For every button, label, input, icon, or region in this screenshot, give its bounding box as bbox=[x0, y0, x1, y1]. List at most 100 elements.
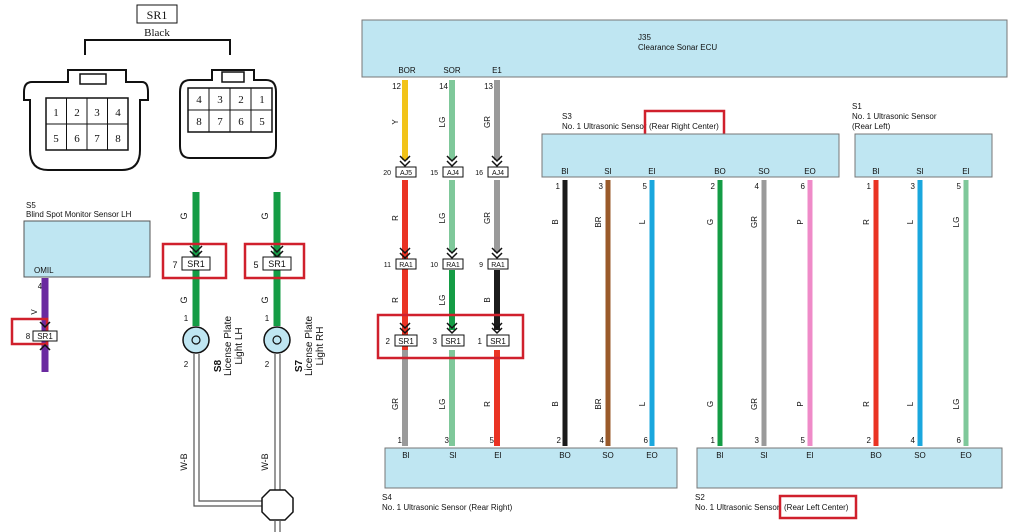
wire-label: B bbox=[483, 297, 492, 302]
s2-pin: 3 bbox=[755, 436, 760, 445]
s3-labels: BI SI EI BO SO EO 1 3 5 2 4 6 B BR L G G… bbox=[551, 167, 816, 410]
wire-label: GR bbox=[391, 398, 400, 410]
ra-connector: RA1 bbox=[399, 262, 413, 269]
ground-lines bbox=[193, 354, 294, 532]
female-pin: 4 bbox=[115, 107, 121, 119]
s3-position: (Rear Right Center) bbox=[649, 122, 719, 131]
female-connector: 1 2 3 4 5 6 7 8 bbox=[23, 69, 149, 171]
s4-terminal: EO bbox=[646, 451, 658, 460]
s3-wire-label: B bbox=[551, 219, 560, 224]
s3-wire-label-low: BR bbox=[594, 398, 603, 409]
lp-rh-name-1: License Plate bbox=[304, 316, 315, 376]
aj-connector: AJ5 bbox=[400, 170, 412, 177]
connector-view: SR1 Black 1 2 3 4 5 6 7 8 bbox=[23, 4, 277, 171]
s4-terminal: BO bbox=[559, 451, 571, 460]
sensor-s4: 1 3 5 2 4 6 BI SI EI BO SO EO S4 No. 1 U… bbox=[382, 436, 678, 512]
splice-point-icon bbox=[261, 489, 294, 521]
bsm-pin: 4 bbox=[38, 282, 43, 291]
s3-box bbox=[541, 133, 840, 178]
s1-terminal: SI bbox=[916, 167, 924, 176]
sr1-connectors: SR1 2 SR1 3 SR1 1 bbox=[376, 313, 525, 360]
ra-pin: 10 bbox=[430, 262, 438, 269]
s3-pin: 1 bbox=[556, 182, 561, 191]
ecu-pin-labels: 12 14 13 Y LG GR bbox=[391, 82, 494, 128]
mid-wire-labels: R LG GR bbox=[391, 212, 492, 224]
sensor-s1: S1 No. 1 Ultrasonic Sensor (Rear Left) B… bbox=[852, 102, 993, 446]
s2-terminal: BI bbox=[716, 451, 724, 460]
ecu-code: J35 bbox=[638, 33, 651, 42]
wire-label: R bbox=[483, 401, 492, 407]
s1-terminal: EI bbox=[962, 167, 970, 176]
male-pin: 5 bbox=[259, 116, 265, 128]
s1-pin: 3 bbox=[911, 182, 916, 191]
male-pin: 1 bbox=[259, 94, 265, 106]
s2-terminal: EO bbox=[960, 451, 972, 460]
s3-wire-label-low: L bbox=[638, 401, 647, 406]
s2-terminal: EI bbox=[806, 451, 814, 460]
s1-box bbox=[854, 133, 993, 178]
s1-wire-label-low: LG bbox=[952, 399, 961, 410]
s2-pin: 1 bbox=[711, 436, 716, 445]
female-pin: 8 bbox=[115, 133, 121, 145]
lp-lh-name-2: Light LH bbox=[234, 327, 245, 364]
ecu-wires bbox=[402, 80, 500, 446]
sensor-s3: S3 No. 1 Ultrasonic Sensor (Rear Right C… bbox=[541, 109, 840, 178]
lp-lh-wire-top: G bbox=[179, 212, 189, 219]
sr-pin: 2 bbox=[386, 337, 391, 346]
s1-position: (Rear Left) bbox=[852, 122, 891, 131]
lp-rh-wire-top: G bbox=[260, 212, 270, 219]
male-pin: 2 bbox=[238, 94, 244, 106]
s2-box bbox=[696, 447, 1003, 489]
bsm-sensor: S5 Blind Spot Monitor Sensor LH OMIL 4 V… bbox=[10, 201, 151, 372]
s3-wire-label: L bbox=[638, 219, 647, 224]
s4-terminal: SO bbox=[602, 451, 614, 460]
ra-connector: RA1 bbox=[446, 262, 460, 269]
s4-pin: 3 bbox=[445, 436, 450, 445]
lp-rh-pin-bottom: 2 bbox=[265, 360, 270, 369]
ecu-pin: 12 bbox=[392, 82, 401, 91]
s4-terminal: EI bbox=[494, 451, 502, 460]
female-pin: 5 bbox=[53, 133, 59, 145]
s3-pin: 3 bbox=[599, 182, 604, 191]
ecu-terminal-label: E1 bbox=[492, 66, 502, 75]
bsm-wire-label: V bbox=[30, 309, 39, 315]
s4-pin: 2 bbox=[557, 436, 562, 445]
s3-wire-label-low: B bbox=[551, 401, 560, 406]
ecu-wire-label: LG bbox=[438, 117, 447, 128]
bsm-sr-pin: 8 bbox=[26, 332, 31, 341]
sr-connector: SR1 bbox=[398, 337, 414, 346]
wire-label: GR bbox=[483, 212, 492, 224]
highlight-lp-lh bbox=[161, 242, 228, 280]
female-pin: 6 bbox=[74, 133, 80, 145]
aj-pin: 16 bbox=[475, 170, 483, 177]
s3-terminal: EI bbox=[648, 167, 656, 176]
s2-pin: 2 bbox=[867, 436, 872, 445]
s2-terminal: SO bbox=[914, 451, 926, 460]
lp-lh-ground-wire: W-B bbox=[179, 453, 189, 470]
lp-lh-pin-top: 1 bbox=[184, 314, 189, 323]
lp-rh-ground-wire: W-B bbox=[260, 453, 270, 470]
bsm-terminal: OMIL bbox=[34, 266, 54, 275]
aj-connector: AJ4 bbox=[492, 170, 504, 177]
s3-terminal: BO bbox=[714, 167, 726, 176]
bsm-code: S5 bbox=[26, 201, 36, 210]
sr-connector: SR1 bbox=[445, 337, 461, 346]
s3-wire-label: G bbox=[706, 219, 715, 225]
s4-box bbox=[384, 447, 678, 489]
ecu-wire-label: GR bbox=[483, 116, 492, 128]
s3-terminal: SO bbox=[758, 167, 770, 176]
s3-wires bbox=[562, 180, 813, 446]
s3-wire-label: P bbox=[796, 219, 805, 224]
lp-lh-sr-pin: 7 bbox=[172, 260, 177, 270]
lp-rh-sr-pin: 5 bbox=[253, 260, 258, 270]
s3-pin: 5 bbox=[643, 182, 648, 191]
bsm-name: Blind Spot Monitor Sensor LH bbox=[26, 210, 132, 219]
s4-name: No. 1 Ultrasonic Sensor (Rear Right) bbox=[382, 503, 513, 512]
s3-name: No. 1 Ultrasonic Sensor bbox=[562, 122, 647, 131]
bulb-icon bbox=[182, 326, 210, 354]
s2-pin: 4 bbox=[911, 436, 916, 445]
clearance-sonar-ecu: J35 Clearance Sonar ECU BOR SOR E1 bbox=[361, 19, 1008, 78]
s3-code: S3 bbox=[562, 112, 572, 121]
connector-color: Black bbox=[144, 27, 170, 39]
s1-pin: 1 bbox=[867, 182, 872, 191]
